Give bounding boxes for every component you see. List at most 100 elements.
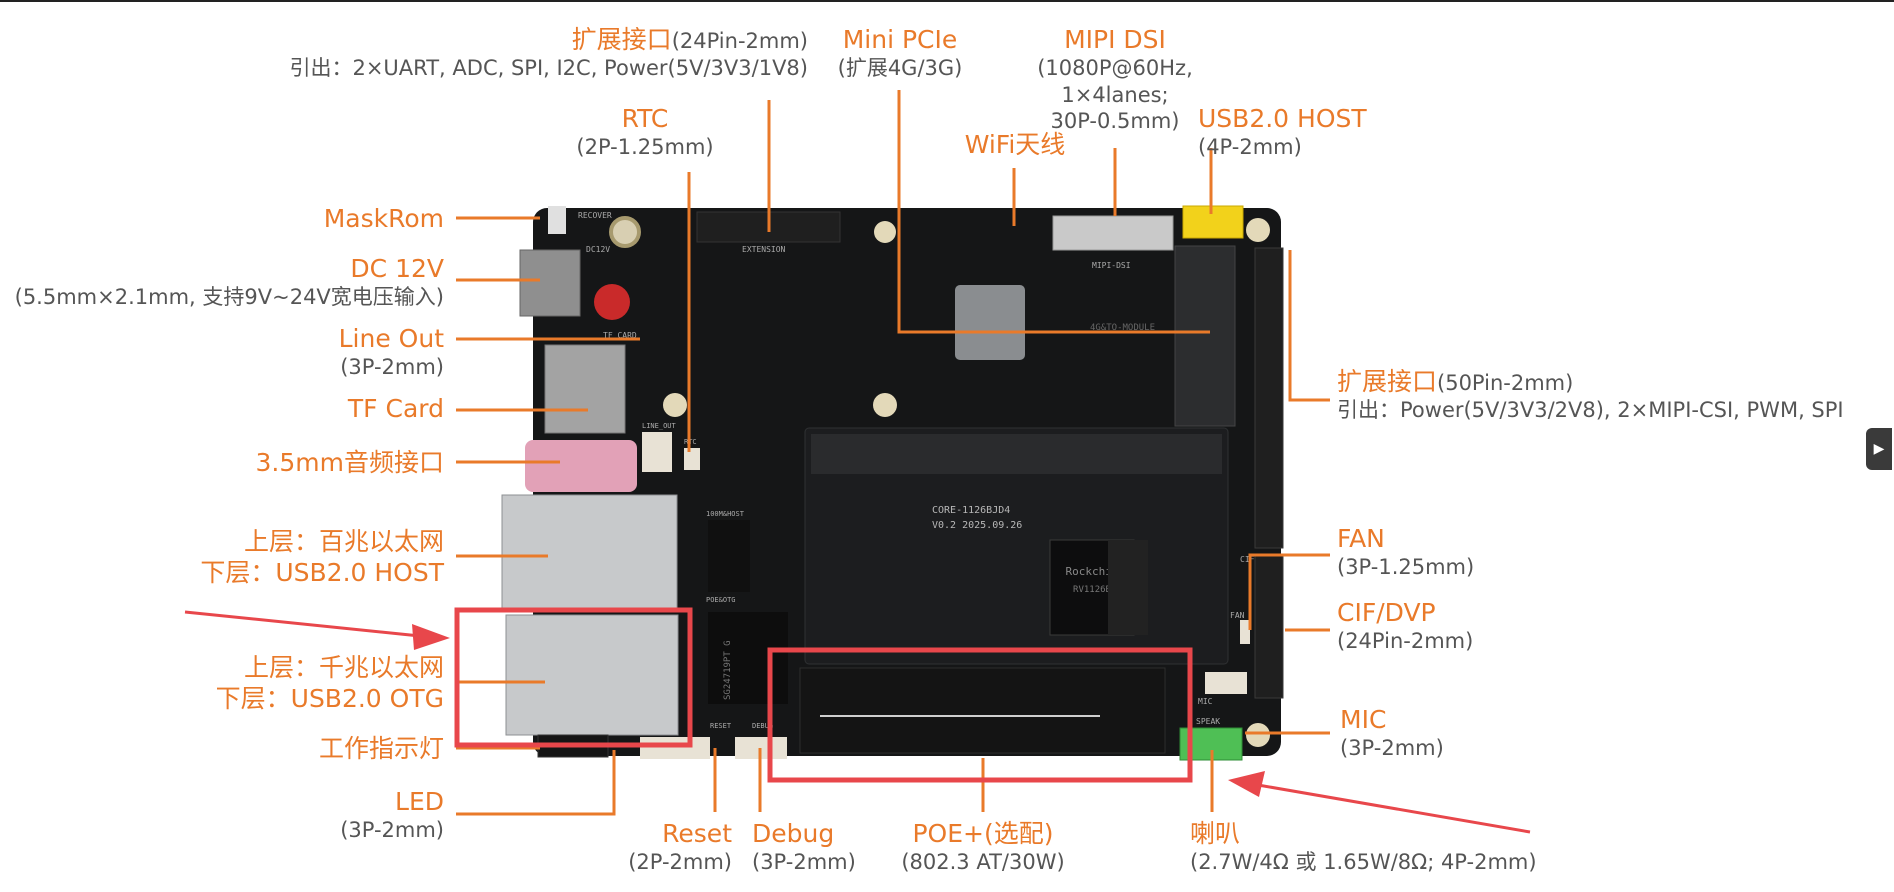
poeotg-silk: POE&OTG	[706, 596, 736, 604]
ethernet-1000m-port	[505, 614, 679, 736]
reset-silk: RESET	[710, 722, 732, 730]
poe-module	[799, 667, 1166, 754]
capacitor	[594, 284, 630, 320]
mount-hole	[874, 221, 896, 243]
label-rtc: RTC (2P-1.25mm)	[560, 103, 730, 161]
label-lineout-sub: (3P-2mm)	[340, 355, 444, 380]
label-dc12v-sub: (5.5mm×2.1mm, 支持9V~24V宽电压输入)	[14, 285, 444, 310]
fan-silk: FAN	[1230, 611, 1245, 620]
label-ext50-sub: 引出：Power(5V/3V3/2V8), 2×MIPI-CSI, PWM, S…	[1337, 398, 1844, 423]
label-cif-title: CIF/DVP	[1337, 598, 1436, 627]
label-maskrom-title: MaskRom	[323, 204, 444, 233]
label-ext24-sub: 引出：2×UART, ADC, SPI, I2C, Power(5V/3V3/1…	[289, 56, 808, 81]
label-speaker: 喇叭 (2.7W/4Ω 或 1.65W/8Ω; 4P-2mm)	[1190, 818, 1537, 876]
scroll-glyph: ▶	[1873, 441, 1885, 457]
leader-ext50	[1288, 250, 1330, 402]
label-reset-title: Reset	[662, 819, 732, 848]
label-workled-title: 工作指示灯	[318, 734, 444, 763]
tfcard-silk: TF_CARD	[603, 331, 637, 340]
tf-card-slot	[544, 344, 626, 434]
label-mipidsi: MIPI DSI (1080P@60Hz, 1×4lanes; 30P-0.5m…	[1030, 24, 1200, 134]
label-eth1000-line2: 下层：USB2.0 OTG	[215, 684, 444, 714]
label-eth100-line2: 下层：USB2.0 HOST	[200, 558, 444, 588]
label-ext50: 扩展接口(50Pin-2mm) 引出：Power(5V/3V3/2V8), 2×…	[1337, 366, 1844, 424]
eth-chip-silk: SG24719PT G	[723, 640, 733, 700]
top-border	[0, 0, 1894, 2]
label-eth100-line1: 上层：百兆以太网	[243, 527, 444, 556]
label-rtc-title: RTC	[621, 104, 669, 133]
label-mic: MIC (3P-2mm)	[1340, 704, 1444, 762]
label-mipidsi-sub1: (1080P@60Hz,	[1037, 56, 1193, 81]
mic-connector	[1205, 672, 1247, 694]
cif-silk: CIF	[1240, 555, 1255, 564]
mount-hole	[1246, 218, 1270, 242]
label-fan-title: FAN	[1337, 524, 1385, 553]
label-led-sub: (3P-2mm)	[340, 818, 444, 843]
label-ext24-suffix: (24Pin-2mm)	[671, 29, 808, 53]
label-eth100: 上层：百兆以太网 下层：USB2.0 HOST	[200, 526, 444, 589]
play-right-icon[interactable]: ▶	[1866, 428, 1892, 470]
label-ext50-suffix: (50Pin-2mm)	[1437, 371, 1574, 395]
label-dc12v: DC 12V (5.5mm×2.1mm, 支持9V~24V宽电压输入)	[15, 253, 444, 311]
core-silk-1: CORE-1126BJD4	[932, 505, 1010, 516]
label-poe: POE+(选配) (802.3 AT/30W)	[880, 818, 1086, 876]
label-lineout-title: Line Out	[338, 324, 444, 353]
label-mipidsi-sub3: 30P-0.5mm)	[1050, 108, 1180, 133]
reset-led-connectors	[640, 737, 710, 759]
label-ext24: 扩展接口(24Pin-2mm) 引出：2×UART, ADC, SPI, I2C…	[289, 24, 808, 82]
red-arrow-left	[184, 610, 421, 638]
red-arrow-right-head	[1228, 771, 1265, 797]
leader-lines	[456, 90, 1330, 816]
label-usbhost: USB2.0 HOST (4P-2mm)	[1198, 103, 1367, 161]
label-mic-sub: (3P-2mm)	[1340, 736, 1444, 761]
label-tfcard-title: TF Card	[347, 394, 444, 423]
leader-led	[456, 750, 616, 816]
label-workled: 工作指示灯	[319, 733, 444, 764]
label-poe-sub: (802.3 AT/30W)	[901, 850, 1065, 875]
core-silk-2: V0.2 2025.09.26	[932, 520, 1022, 531]
label-led-title: LED	[395, 787, 444, 816]
mount-hole	[609, 216, 641, 248]
label-mipidsi-title: MIPI DSI	[1064, 25, 1166, 54]
cif-header	[1254, 555, 1284, 699]
recover-silk: RECOVER	[578, 211, 612, 220]
ext50-header	[1254, 247, 1284, 549]
mipidsi-silk: MIPI-DSI	[1092, 261, 1131, 270]
wifi-module	[955, 285, 1025, 360]
so-dimm-slot	[811, 434, 1222, 474]
label-wifi-title: WiFi天线	[964, 130, 1066, 159]
label-eth1000-line1: 上层：千兆以太网	[243, 653, 444, 682]
label-rtc-sub: (2P-1.25mm)	[576, 135, 714, 160]
lineout-silk: LINE_OUT	[642, 422, 677, 430]
label-debug-sub: (3P-2mm)	[752, 850, 856, 875]
leader-fan	[1248, 553, 1330, 630]
eth-transformer-top	[708, 520, 750, 592]
label-ext50-title: 扩展接口	[1337, 367, 1438, 396]
label-debug: Debug (3P-2mm)	[752, 818, 856, 876]
highlight-box-gigabit	[454, 607, 693, 748]
label-poe-title: POE+(选配)	[912, 819, 1054, 848]
mount-hole	[873, 393, 897, 417]
label-usbhost-title: USB2.0 HOST	[1198, 104, 1367, 133]
extension-silk: EXTENSION	[742, 245, 786, 254]
label-mipidsi-sub2: 1×4lanes;	[1061, 82, 1169, 107]
m2-silk: 4G&TO-MODULE	[1090, 323, 1155, 333]
mount-hole	[663, 393, 687, 417]
ethernet-100m-port	[501, 494, 678, 611]
dc12v-silk: DC12V	[586, 245, 610, 254]
debug-silk: DEBUG	[752, 722, 773, 730]
label-reset-sub: (2P-2mm)	[628, 850, 732, 875]
red-arrow-left-head	[412, 624, 450, 650]
label-audio-title: 3.5mm音频接口	[255, 448, 444, 477]
ram-chip	[1108, 540, 1148, 635]
label-fan-sub: (3P-1.25mm)	[1337, 555, 1475, 580]
label-eth1000: 上层：千兆以太网 下层：USB2.0 OTG	[216, 652, 444, 715]
eth-transformer-bottom	[708, 612, 788, 704]
leader-minipcie	[897, 90, 1210, 334]
fan-connector	[1240, 620, 1250, 644]
label-ext24-title: 扩展接口	[571, 25, 672, 54]
label-reset: Reset (2P-2mm)	[628, 818, 732, 876]
mic-silk: MIC	[1198, 697, 1213, 706]
label-usbhost-sub: (4P-2mm)	[1198, 135, 1302, 160]
